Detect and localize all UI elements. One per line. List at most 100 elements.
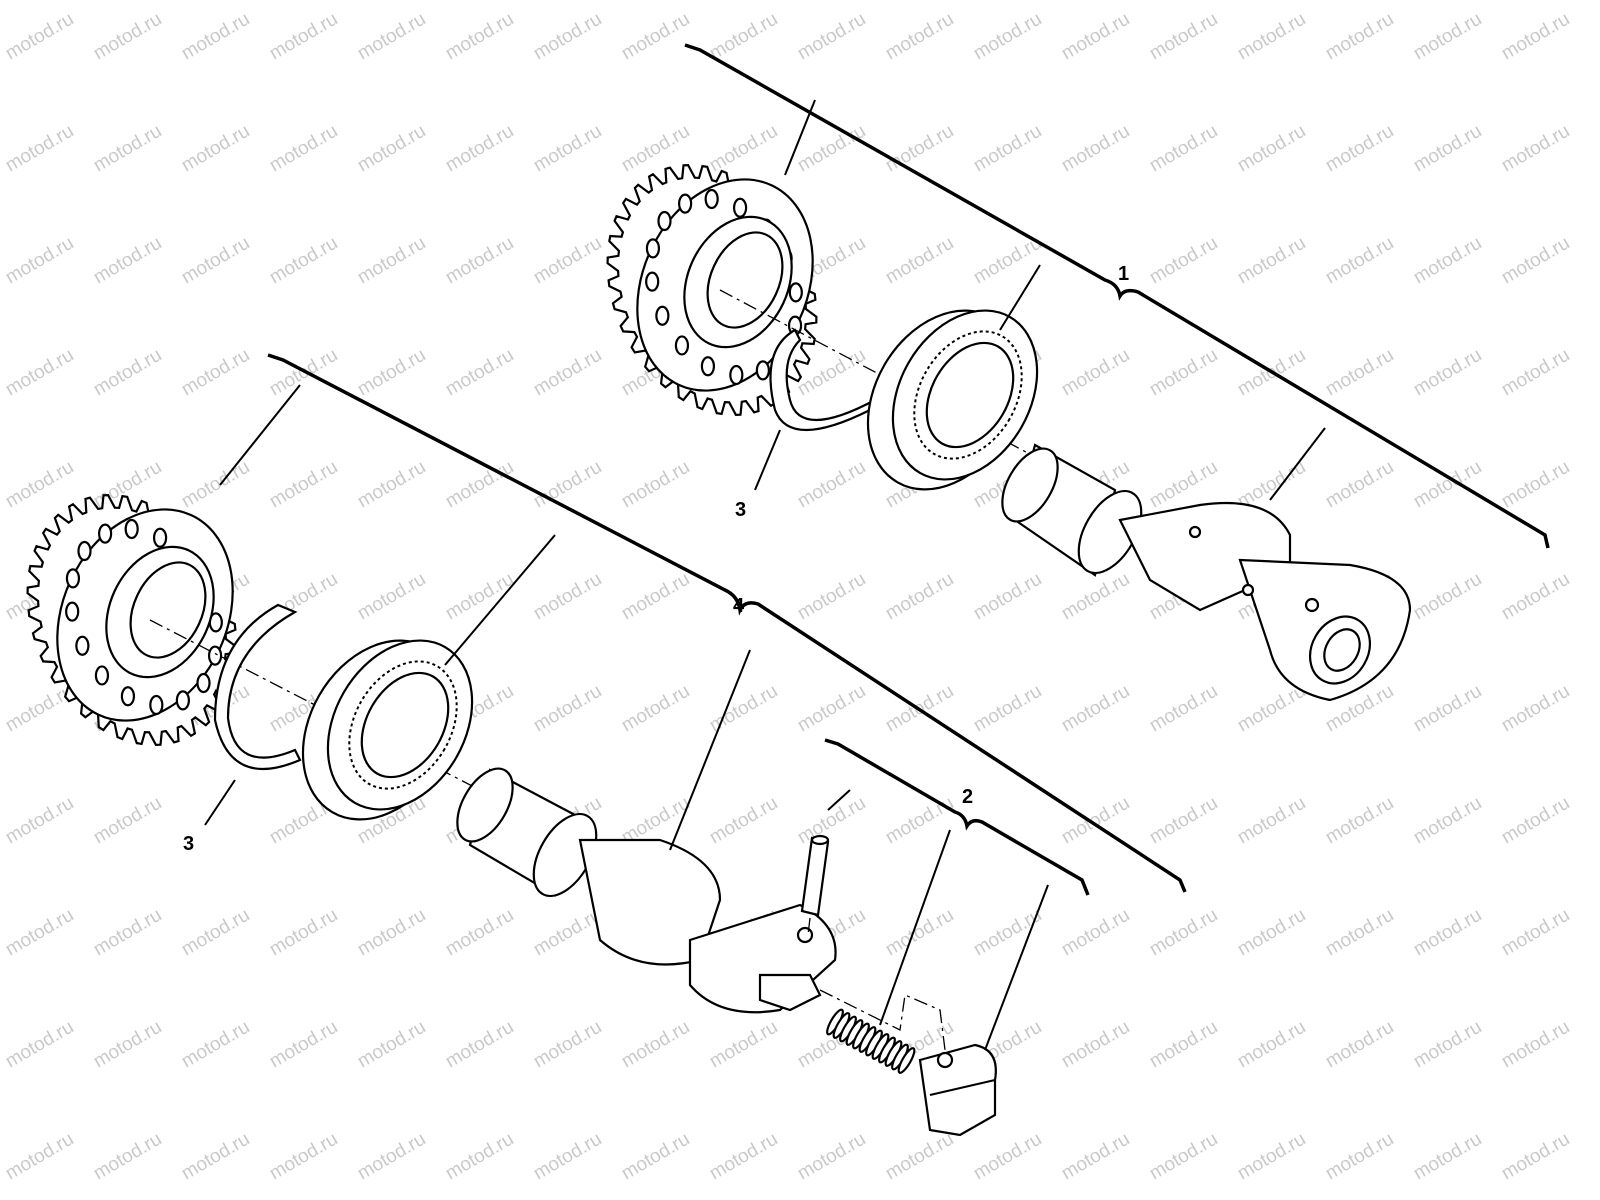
leader-camshaft-top	[1269, 427, 1326, 501]
watermark-text: motod.ru	[354, 121, 429, 177]
watermark-text: motod.ru	[882, 1129, 957, 1185]
watermark-text: motod.ru	[2, 1017, 77, 1073]
watermark-text: motod.ru	[1410, 793, 1485, 849]
watermark-text: motod.ru	[2, 9, 77, 65]
watermark-text: motod.ru	[1058, 793, 1133, 849]
leader-gear-bottom	[219, 384, 301, 486]
watermark-text: motod.ru	[90, 905, 165, 961]
watermark-text: motod.ru	[178, 1129, 253, 1185]
watermark-text: motod.ru	[970, 569, 1045, 625]
watermark-text: motod.ru	[2, 121, 77, 177]
watermark-text: motod.ru	[794, 457, 869, 513]
watermark-text: motod.ru	[90, 9, 165, 65]
watermark-text: motod.ru	[1234, 905, 1309, 961]
watermark-text: motod.ru	[2, 1129, 77, 1185]
callout-3-bottom: 3	[183, 833, 194, 855]
camshaft-top	[1001, 443, 1412, 702]
watermark-text: motod.ru	[794, 9, 869, 65]
gear-hole	[207, 645, 223, 666]
watermark-text: motod.ru	[354, 9, 429, 65]
watermark-text: motod.ru	[530, 345, 605, 401]
gear-hole	[755, 360, 770, 381]
watermark-text: motod.ru	[530, 457, 605, 513]
watermark-text: motod.ru	[794, 681, 869, 737]
watermark-text: motod.ru	[178, 233, 253, 289]
leader-gear-top	[784, 99, 816, 176]
watermark-text: motod.ru	[1058, 1129, 1133, 1185]
watermark-text: motod.ru	[530, 681, 605, 737]
watermark-text: motod.ru	[1498, 569, 1573, 625]
watermark-text: motod.ru	[1498, 233, 1573, 289]
watermark-text: motod.ru	[442, 233, 517, 289]
watermark-text: motod.ru	[530, 233, 605, 289]
watermark-text: motod.ru	[970, 121, 1045, 177]
watermark-text: motod.ru	[530, 569, 605, 625]
watermark-text: motod.ru	[794, 1129, 869, 1185]
gear-hole	[124, 518, 139, 540]
watermark-text: motod.ru	[1234, 121, 1309, 177]
watermark-text: motod.ru	[1146, 345, 1221, 401]
watermark-text: motod.ru	[1322, 905, 1397, 961]
watermark-text: motod.ru	[1146, 9, 1221, 65]
watermark-text: motod.ru	[706, 1129, 781, 1185]
gear-hole	[75, 635, 90, 656]
watermark-text: motod.ru	[530, 1017, 605, 1073]
watermark-text: motod.ru	[1498, 1017, 1573, 1073]
watermark-text: motod.ru	[2, 681, 77, 737]
watermark-text: motod.ru	[1058, 681, 1133, 737]
watermark-text: motod.ru	[442, 1129, 517, 1185]
watermark-text: motod.ru	[882, 121, 957, 177]
camshaft-sprocket-bottom	[26, 493, 238, 747]
watermark-text: motod.ru	[530, 1129, 605, 1185]
gear-hole	[77, 540, 92, 562]
watermark-text: motod.ru	[1498, 121, 1573, 177]
gear-hole	[65, 601, 80, 622]
watermark-text: motod.ru	[266, 9, 341, 65]
watermark-text: motod.ru	[706, 1017, 781, 1073]
watermark-text: motod.ru	[266, 1129, 341, 1185]
gear-hole	[729, 364, 744, 386]
watermark-text: motod.ru	[178, 9, 253, 65]
gear-hole	[65, 568, 81, 589]
retaining-ring-bottom	[213, 603, 302, 770]
watermark-text: motod.ru	[1322, 233, 1397, 289]
watermark-text: motod.ru	[1146, 1129, 1221, 1185]
watermark-text: motod.ru	[1234, 233, 1309, 289]
watermark-text: motod.ru	[706, 9, 781, 65]
gear-hole	[732, 197, 748, 218]
watermark-text: motod.ru	[1058, 345, 1133, 401]
watermark-text: motod.ru	[178, 121, 253, 177]
callout-4: 4	[733, 595, 745, 617]
watermark-text: motod.ru	[442, 121, 517, 177]
camshaft-bottom	[456, 767, 837, 1014]
watermark-text: motod.ru	[970, 681, 1045, 737]
watermark-text: motod.ru	[1322, 9, 1397, 65]
watermark-text: motod.ru	[1410, 9, 1485, 65]
watermark-text: motod.ru	[1498, 9, 1573, 65]
gear-hole	[678, 193, 693, 214]
callout-1: 1	[1118, 263, 1129, 285]
watermark-text: motod.ru	[1410, 121, 1485, 177]
watermark-text: motod.ru	[1410, 1129, 1485, 1185]
watermark-text: motod.ru	[794, 569, 869, 625]
gear-hole	[175, 690, 190, 711]
gear-hole	[196, 672, 211, 694]
watermark-text: motod.ru	[1146, 681, 1221, 737]
watermark-text: motod.ru	[1322, 457, 1397, 513]
callout-3-top: 3	[735, 499, 746, 521]
gear-hole	[788, 282, 803, 303]
watermark-text: motod.ru	[354, 905, 429, 961]
watermark-text: motod.ru	[618, 457, 693, 513]
roller-bearing-bottom	[301, 639, 474, 821]
watermark-text: motod.ru	[1322, 1017, 1397, 1073]
bracket-assembly-4	[267, 353, 1187, 893]
watermark-text: motod.ru	[354, 1129, 429, 1185]
watermark-text: motod.ru	[266, 905, 341, 961]
gear-hole	[152, 527, 168, 548]
spring-coil	[897, 1047, 916, 1074]
watermark-text: motod.ru	[442, 1017, 517, 1073]
watermark-text: motod.ru	[1146, 233, 1221, 289]
gear-hole	[657, 210, 672, 232]
watermark-text: motod.ru	[178, 1017, 253, 1073]
watermark-text: motod.ru	[1322, 345, 1397, 401]
